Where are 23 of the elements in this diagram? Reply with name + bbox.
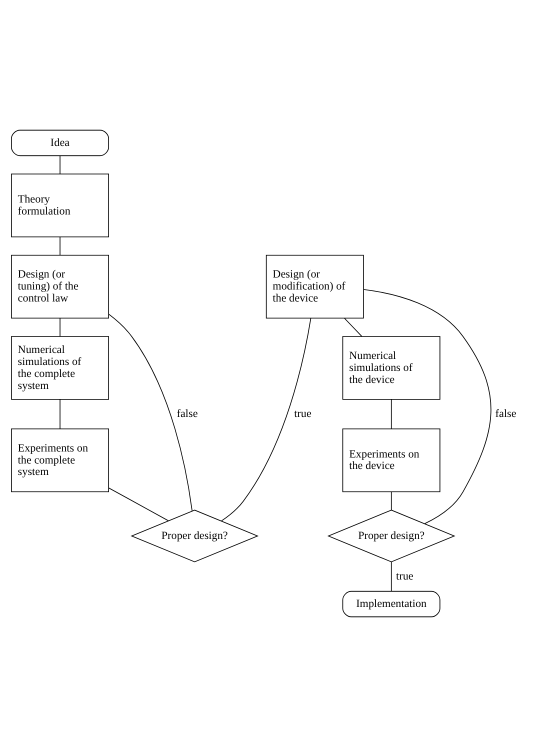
connector [363,289,492,524]
node-box: Numerical simulations of the device [342,336,440,400]
connector [108,314,192,512]
edge-label: false [176,408,198,420]
node-diamond: Proper design? [327,510,456,562]
connector [390,399,392,430]
node-box: Theory formulation [11,174,109,238]
connector [390,562,392,592]
node-diamond: Proper design? [130,510,259,562]
connector [221,318,312,522]
node-box: Experiments on the device [342,428,440,492]
node-box: Numerical simulations of the complete system [11,336,109,400]
node-box: Implementation [342,590,440,618]
edge-label: true [396,570,414,583]
node-box: Design (or tuning) of the control law [11,254,109,319]
edge-label: false [495,408,516,420]
node-box: Idea [11,130,109,156]
connector [344,318,362,337]
connector [108,487,169,522]
edge-label: true [294,408,312,420]
node-box: Design (or modification) of the device [266,254,364,319]
connector [390,491,392,510]
node-box: Experiments on the complete system [11,428,109,492]
